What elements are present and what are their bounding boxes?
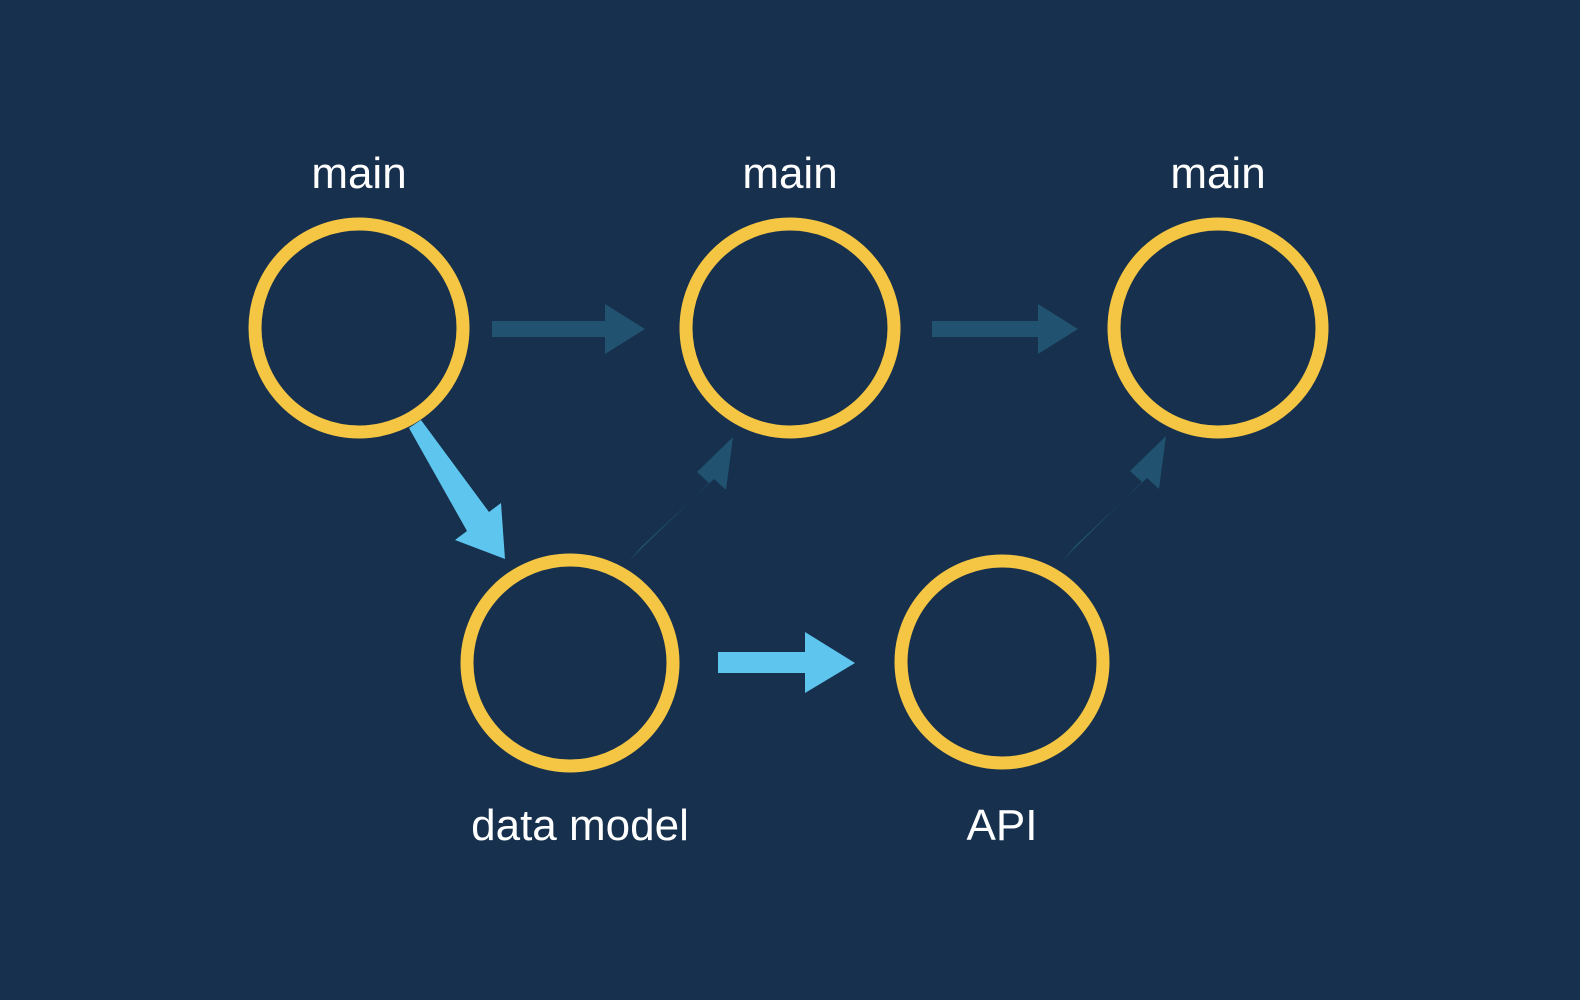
edge-main1-to-main2 (492, 304, 645, 354)
node-label-data-model: data model (471, 801, 689, 850)
node-data-model[interactable]: data model (460, 553, 689, 850)
edge-data-model-to-main2 (628, 437, 733, 563)
arrow-shaft (932, 304, 1078, 354)
node-label-main-1: main (311, 149, 406, 198)
node-circle-data-model[interactable] (460, 553, 680, 773)
arrow-shaft (1062, 436, 1166, 562)
node-main-1[interactable]: main (248, 149, 470, 439)
node-circle-main-3[interactable] (1107, 217, 1329, 439)
arrow-shaft (628, 437, 733, 563)
node-circle-main-1[interactable] (248, 217, 470, 439)
node-circle-main-2[interactable] (679, 217, 901, 439)
arrow-shaft (409, 420, 505, 559)
arrow-shaft (492, 304, 645, 354)
node-label-api: API (967, 801, 1038, 850)
node-main-2[interactable]: main (679, 149, 901, 439)
node-main-3[interactable]: main (1107, 149, 1329, 439)
edge-api-to-main3 (1062, 436, 1166, 562)
node-api[interactable]: API (894, 554, 1110, 850)
node-circle-api[interactable] (894, 554, 1110, 770)
edge-data-model-to-api (718, 632, 855, 693)
node-label-main-3: main (1170, 149, 1265, 198)
node-label-main-2: main (742, 149, 837, 198)
edge-main2-to-main3 (932, 304, 1078, 354)
arrow-shaft (718, 632, 855, 693)
edge-main1-to-data-model (409, 420, 505, 559)
